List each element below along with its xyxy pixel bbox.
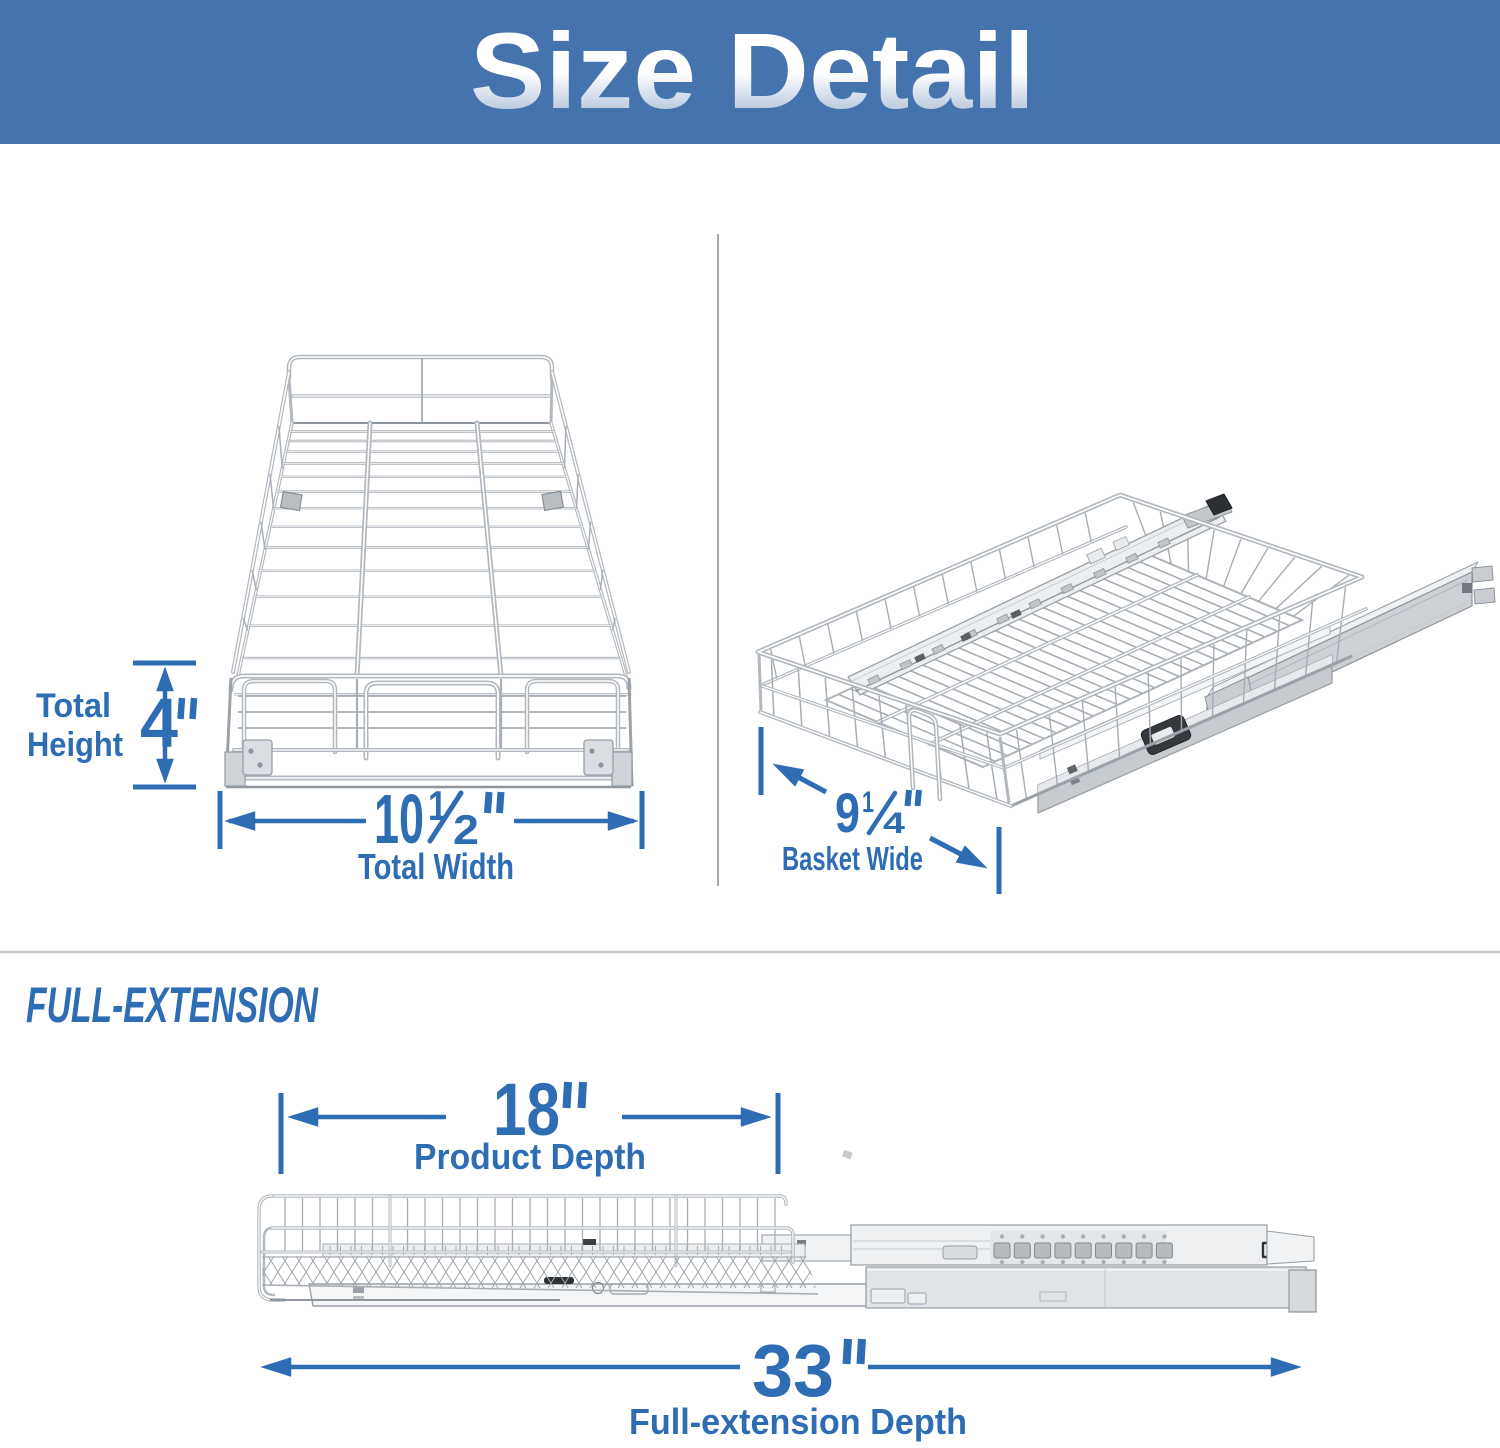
svg-text:33: 33 [752, 1329, 834, 1412]
svg-text:4: 4 [140, 684, 178, 762]
svg-text:10: 10 [374, 780, 424, 858]
svg-text:1: 1 [428, 782, 447, 829]
svg-text:9: 9 [835, 781, 860, 844]
svg-text:Total: Total [36, 687, 111, 725]
svg-text:Size Detail: Size Detail [470, 10, 1035, 131]
svg-text:FULL-EXTENSION: FULL-EXTENSION [26, 977, 319, 1033]
svg-text:Full-extension Depth: Full-extension Depth [629, 1401, 967, 1442]
svg-text:Basket Wide: Basket Wide [782, 840, 923, 877]
svg-text:1: 1 [862, 786, 874, 819]
svg-text:2: 2 [453, 806, 479, 853]
svg-text:Height: Height [27, 726, 123, 764]
svg-text:18: 18 [493, 1068, 560, 1151]
svg-text:Total Width: Total Width [358, 846, 514, 887]
svg-text:4: 4 [883, 807, 905, 840]
svg-text:Product Depth: Product Depth [414, 1136, 646, 1177]
